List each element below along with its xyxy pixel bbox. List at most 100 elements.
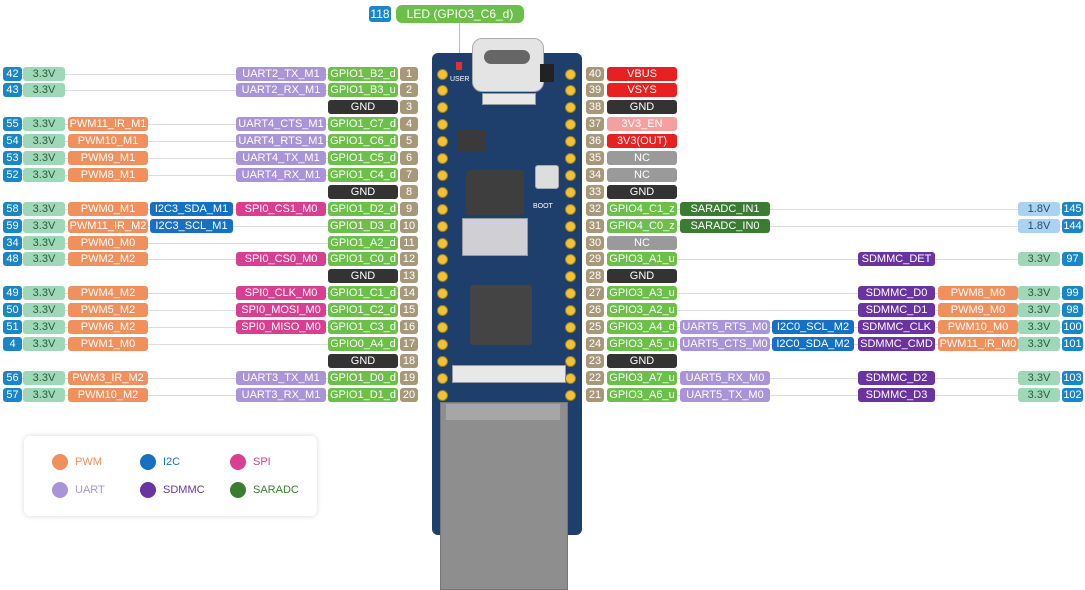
- legend-swatch-sdmmc: [140, 482, 156, 498]
- gpio-number-pin-4: 55: [3, 117, 22, 132]
- pin-number-20: 20: [400, 387, 418, 402]
- pin-pad-9: [437, 203, 448, 215]
- gpio-number-pin-21: 102: [1062, 387, 1083, 402]
- voltage-pin-15: 3.3V: [23, 303, 65, 318]
- gpio-label-pin-25: GPIO3_A4_d: [607, 320, 677, 334]
- power-label-pin-36: 3V3(OUT): [607, 134, 677, 149]
- row-line-pin-5: [10, 141, 330, 143]
- gpio-number-pin-7: 52: [3, 167, 22, 182]
- pin-number-13: 13: [400, 269, 418, 284]
- pin-pad-31: [565, 220, 576, 232]
- flash-chip: [458, 130, 486, 152]
- pin-number-2: 2: [400, 83, 418, 98]
- pin-number-26: 26: [586, 303, 604, 318]
- gpio-label-pin-12: GPIO1_C0_d: [328, 252, 398, 267]
- gpio-label-pin-19: GPIO1_D0_d: [328, 370, 398, 385]
- row-line-pin-1: [10, 73, 330, 75]
- pin-pad-15: [437, 305, 448, 317]
- pin-pad-17: [437, 338, 448, 350]
- pin-number-28: 28: [586, 269, 604, 284]
- voltage-pin-10: 3.3V: [23, 218, 65, 233]
- boot-label: BOOT: [533, 203, 553, 210]
- sdmmc-label-pin-24: SDMMC_CMD: [858, 336, 935, 351]
- voltage-pin-24: 3.3V: [1018, 336, 1060, 351]
- gpio-label-pin-7: GPIO1_C4_d: [328, 167, 398, 182]
- sdmmc-label-pin-27: SDMMC_D0: [858, 286, 935, 301]
- boot-button[interactable]: [535, 165, 559, 189]
- pin-pad-11: [437, 237, 448, 249]
- gpio-number-pin-12: 48: [3, 252, 22, 267]
- i2c-label-pin-10: I2C3_SCL_M1: [150, 218, 233, 233]
- pin-number-4: 4: [400, 117, 418, 132]
- sdmmc-label-pin-22: SDMMC_D2: [858, 370, 935, 385]
- pin-pad-33: [565, 186, 576, 198]
- pin-number-3: 3: [400, 100, 418, 115]
- pin-number-19: 19: [400, 370, 418, 385]
- usb-c-port-opening: [484, 50, 530, 64]
- pin-pad-3: [437, 102, 448, 114]
- pin-number-22: 22: [586, 370, 604, 385]
- legend-swatch-spi: [230, 454, 246, 470]
- uart-label-pin-4: UART4_CTS_M1: [236, 117, 326, 132]
- uart-label-pin-22: UART5_RX_M0: [680, 370, 770, 385]
- voltage-pin-17: 3.3V: [23, 336, 65, 351]
- pin-pad-7: [437, 169, 448, 181]
- gpio-label-pin-17: GPIO0_A4_d: [328, 336, 398, 351]
- gpio-label-pin-4: GPIO1_C7_d: [328, 117, 398, 132]
- pwm-label-pin-5: PWM10_M1: [68, 134, 148, 149]
- legend-swatch-i2c: [140, 454, 156, 470]
- pin-number-37: 37: [586, 117, 604, 132]
- gpio-label-pin-26: GPIO3_A2_u: [607, 303, 677, 318]
- pwm-label-pin-6: PWM9_M1: [68, 151, 148, 165]
- pin-pad-13: [437, 271, 448, 283]
- row-line-pin-31: [675, 225, 1075, 227]
- pin-number-23: 23: [586, 353, 604, 368]
- pin-pad-16: [437, 322, 448, 333]
- pin-pad-30: [565, 237, 576, 249]
- gpio-number-pin-14: 49: [3, 286, 22, 301]
- pwm-label-pin-20: PWM10_M2: [68, 387, 148, 402]
- voltage-pin-7: 3.3V: [23, 167, 65, 182]
- gpio-number-pin-10: 59: [3, 218, 22, 233]
- gpio-number-pin-15: 50: [3, 303, 22, 318]
- voltage-pin-27: 3.3V: [1018, 286, 1060, 301]
- voltage-pin-14: 3.3V: [23, 286, 65, 301]
- power-label-pin-34: NC: [607, 167, 677, 182]
- pwm-label-pin-16: PWM6_M2: [68, 320, 148, 334]
- pin-number-31: 31: [586, 218, 604, 233]
- row-line-pin-14: [10, 293, 330, 295]
- pin-pad-2: [437, 85, 448, 97]
- gpio-number-pin-22: 103: [1062, 370, 1083, 385]
- pin-pad-40: [565, 68, 576, 80]
- pwm-label-pin-25: PWM10_M0: [938, 320, 1018, 334]
- row-line-pin-15: [10, 310, 330, 312]
- uart-label-pin-6: UART4_TX_M1: [236, 151, 326, 165]
- camera-connector: [452, 365, 566, 383]
- pin-number-15: 15: [400, 303, 418, 318]
- pin-pad-29: [565, 254, 576, 266]
- voltage-pin-6: 3.3V: [23, 151, 65, 165]
- gpio-number-pin-24: 101: [1062, 336, 1083, 351]
- spi-label-pin-9: SPI0_CS1_M0: [236, 201, 326, 216]
- voltage-pin-22: 3.3V: [1018, 370, 1060, 385]
- gpio-label-pin-11: GPIO1_A2_d: [328, 235, 398, 250]
- row-line-pin-7: [10, 174, 330, 176]
- pin-pad-10: [437, 220, 448, 232]
- voltage-pin-20: 3.3V: [23, 387, 65, 402]
- row-line-pin-12: [10, 259, 330, 261]
- gpio-label-pin-16: GPIO1_C3_d: [328, 320, 398, 334]
- uart-label-pin-19: UART3_TX_M1: [236, 370, 326, 385]
- gpio-label-pin-14: GPIO1_C1_d: [328, 286, 398, 301]
- uart-label-pin-25: UART5_RTS_M0: [680, 320, 770, 334]
- pin-number-14: 14: [400, 286, 418, 301]
- pin-number-30: 30: [586, 235, 604, 250]
- row-line-pin-19: [10, 377, 330, 379]
- pwm-label-pin-11: PWM0_M0: [68, 235, 148, 250]
- legend-swatch-uart: [52, 482, 68, 498]
- gpio-number-pin-17: 4: [3, 336, 22, 351]
- sdmmc-label-pin-21: SDMMC_D3: [858, 387, 935, 402]
- voltage-pin-5: 3.3V: [23, 134, 65, 149]
- gpio-number-pin-9: 58: [3, 201, 22, 216]
- legend-label-spi: SPI: [253, 456, 271, 468]
- pwm-label-pin-26: PWM9_M0: [938, 303, 1018, 318]
